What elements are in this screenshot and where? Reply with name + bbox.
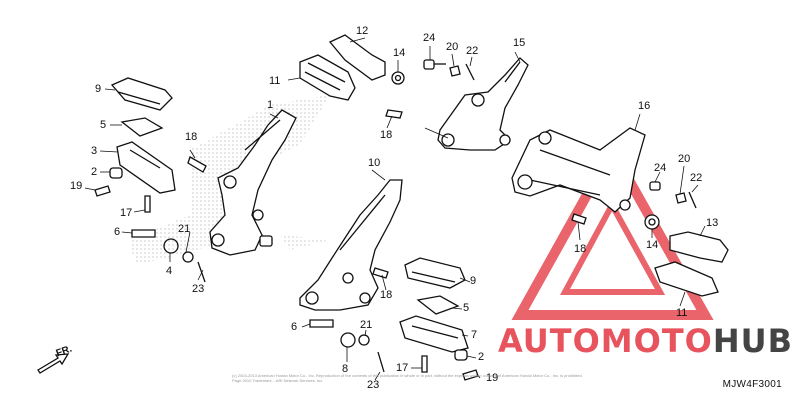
callout-15: 15	[513, 37, 526, 49]
callout-14: 14	[393, 47, 406, 59]
pin-22b	[688, 191, 697, 209]
pin-6b	[309, 319, 334, 328]
center-footpeg-assembly	[309, 257, 479, 381]
callout-6-b: 6	[291, 321, 298, 333]
bolt-18-left	[187, 156, 207, 173]
bolt-17b	[421, 355, 428, 373]
bolt-18-center	[372, 267, 389, 279]
watermark-part-1: AUTOMOTO	[498, 322, 713, 360]
copyright-notice: (c) 2003-2013 American Honda Motor Co., …	[232, 373, 583, 383]
callout-5: 5	[100, 119, 107, 131]
bolt-18-top	[385, 109, 403, 119]
washer-21	[182, 251, 194, 263]
callout-19-b: 19	[486, 372, 499, 384]
callout-2-b: 2	[478, 351, 485, 363]
callout-19: 19	[70, 180, 83, 192]
callout-18-c: 18	[574, 243, 587, 255]
bolt-19	[94, 185, 111, 197]
footpeg-rubber-9	[110, 77, 173, 111]
spring-4	[163, 238, 179, 254]
bolt-24	[423, 59, 435, 70]
footpeg-7	[399, 315, 469, 353]
callout-22-b: 22	[690, 172, 703, 184]
callout-18-d: 18	[380, 289, 393, 301]
bolt-18-right	[571, 213, 587, 225]
callout-23-b: 23	[367, 379, 380, 391]
watermark-part-2: HUB	[712, 322, 794, 360]
callout-12: 12	[356, 25, 369, 37]
left-footpeg-assembly	[94, 77, 206, 283]
spring-8	[340, 332, 356, 348]
nut-20b	[675, 192, 687, 204]
callout-8: 8	[342, 363, 349, 375]
washer-21b	[358, 334, 370, 346]
callout-2: 2	[91, 166, 98, 178]
bracket-12	[328, 34, 386, 81]
passenger-grip-assembly	[299, 34, 475, 101]
nut-20	[449, 65, 461, 77]
watermark-text: AUTOMOTOHUB	[498, 322, 793, 360]
pin-6	[131, 229, 156, 238]
leader-lines	[84, 37, 706, 381]
callout-10: 10	[368, 157, 381, 169]
footpeg-3	[116, 141, 176, 194]
collar-2b	[454, 349, 468, 361]
callout-1: 1	[267, 99, 274, 111]
callout-18-a: 18	[185, 131, 198, 143]
callout-3: 3	[91, 145, 98, 157]
front-direction-arrow	[37, 353, 70, 374]
bolt-24b	[649, 181, 661, 191]
callout-17: 17	[120, 207, 133, 219]
callout-17-b: 17	[396, 362, 409, 374]
cotter-23b	[377, 351, 385, 373]
callout-21: 21	[178, 223, 191, 235]
callout-24-b: 24	[654, 162, 667, 174]
footrest-13	[669, 231, 729, 263]
callout-24: 24	[423, 32, 436, 44]
callout-4: 4	[166, 265, 173, 277]
callout-20-b: 20	[678, 153, 691, 165]
callout-13: 13	[706, 217, 719, 229]
bolt-17	[144, 195, 151, 213]
callout-22: 22	[466, 45, 479, 57]
right-lower-footrest	[644, 214, 729, 297]
heel-guard-16	[511, 127, 697, 225]
plate-5b	[416, 295, 460, 315]
callout-23: 23	[192, 283, 205, 295]
callout-5-b: 5	[463, 302, 470, 314]
callout-20: 20	[446, 41, 459, 53]
callout-18-b: 18	[380, 129, 393, 141]
collar-2	[109, 167, 123, 179]
cotter-23	[197, 261, 206, 283]
pin-22	[465, 63, 475, 81]
callout-11: 11	[269, 75, 281, 87]
callout-11-b: 11	[676, 307, 688, 319]
callout-21-b: 21	[360, 319, 373, 331]
center-bracket-10	[299, 179, 403, 311]
right-bracket-15	[385, 57, 529, 151]
callout-9-b: 9	[470, 275, 477, 287]
diagram-code: MJW4F3001	[722, 379, 782, 390]
callout-9: 9	[95, 83, 102, 95]
rubber-11b	[654, 261, 719, 297]
watermark-triangle	[511, 139, 714, 320]
left-bracket-1	[187, 109, 297, 256]
callout-14-b: 14	[646, 239, 659, 251]
plate-5	[120, 117, 164, 137]
callout-6: 6	[114, 226, 121, 238]
callout-7: 7	[471, 329, 478, 341]
callout-16: 16	[638, 100, 651, 112]
